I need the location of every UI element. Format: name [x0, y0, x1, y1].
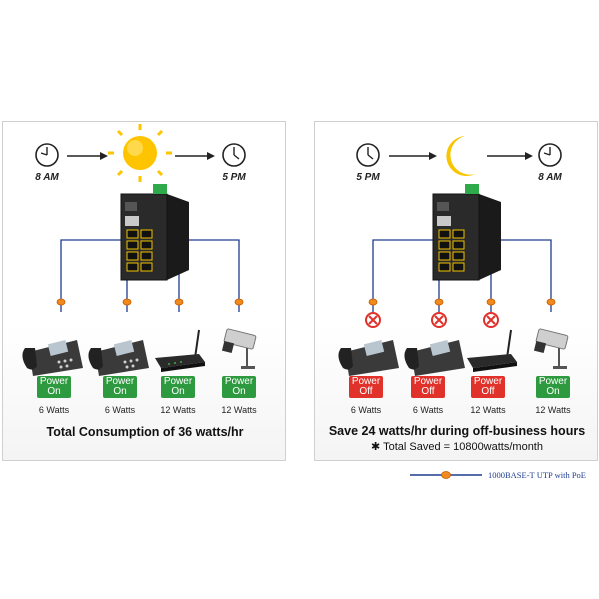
ip-phone-icon: [404, 340, 465, 376]
clock-icon: [222, 143, 246, 167]
device-watts: 6 Watts: [38, 405, 70, 415]
end-time: 8 AM: [538, 172, 562, 183]
power-cut-icon: [365, 312, 381, 328]
badge-line1: Power: [163, 376, 193, 387]
start-time: 5 PM: [356, 172, 380, 183]
badge-line1: Power: [105, 376, 135, 387]
ip-phone-icon: [338, 340, 399, 376]
arrow-icon: [487, 152, 533, 160]
poe-cable-legend-icon: [410, 471, 482, 479]
wireless-router-icon: [467, 329, 517, 372]
total-saved-note: ✱ Total Saved = 10800watts/month: [371, 441, 543, 453]
end-time: 5 PM: [222, 172, 246, 183]
device-watts: 12 Watts: [221, 405, 257, 415]
badge-line1: Power: [473, 376, 503, 387]
device-watts: 12 Watts: [535, 405, 571, 415]
savings-caption: Save 24 watts/hr during off-business hou…: [328, 424, 586, 438]
nighttime-panel: 5 PM 8 AM Power Off Power Off Power Off …: [314, 121, 598, 461]
power-off-badge: Power Off: [411, 376, 445, 398]
ip-phone-icon: [88, 340, 149, 376]
badge-line2: On: [171, 386, 185, 397]
sun-icon: [108, 124, 172, 182]
clock-icon: [538, 143, 562, 167]
device-watts: 6 Watts: [350, 405, 382, 415]
ip-phone-icon: [22, 340, 83, 376]
legend-label: 1000BASE-T UTP with PoE: [488, 470, 586, 480]
power-on-badge: Power On: [222, 376, 256, 398]
ip-camera-icon: [221, 328, 257, 369]
daytime-diagram: [22, 124, 257, 376]
badge-line2: Off: [359, 386, 373, 397]
badge-line1: Power: [538, 376, 568, 387]
badge-line1: Power: [224, 376, 254, 387]
power-on-badge: Power On: [103, 376, 137, 398]
badge-line2: Off: [421, 386, 435, 397]
poe-markers: [368, 298, 556, 306]
device-watts: 12 Watts: [470, 405, 506, 415]
power-cut-icon: [483, 312, 499, 328]
badge-line2: On: [546, 386, 560, 397]
badge-line2: On: [113, 386, 127, 397]
badge-line2: On: [47, 386, 61, 397]
arrow-icon: [67, 152, 108, 160]
arrow-icon: [389, 152, 437, 160]
badge-line1: Power: [39, 376, 69, 387]
poe-markers: [56, 298, 244, 306]
consumption-caption: Total Consumption of 36 watts/hr: [46, 425, 244, 439]
daytime-panel: 8 AM 5 PM Power On Power On Power On Pow…: [2, 121, 286, 461]
ip-camera-icon: [533, 328, 569, 369]
badge-line2: On: [232, 386, 246, 397]
nighttime-diagram: [338, 136, 569, 376]
device-watts: 6 Watts: [104, 405, 136, 415]
badge-line2: Off: [481, 386, 495, 397]
device-watts: 12 Watts: [160, 405, 196, 415]
moon-icon: [446, 136, 475, 176]
badge-line1: Power: [351, 376, 381, 387]
power-on-badge: Power On: [536, 376, 570, 398]
power-on-badge: Power On: [161, 376, 195, 398]
switch-icon: [120, 184, 189, 281]
clock-icon: [356, 143, 380, 167]
clock-icon: [35, 143, 59, 167]
badge-line1: Power: [413, 376, 443, 387]
wireless-router-icon: [155, 329, 205, 372]
device-watts: 6 Watts: [412, 405, 444, 415]
power-off-badge: Power Off: [471, 376, 505, 398]
arrow-icon: [175, 152, 215, 160]
power-cut-icon: [431, 312, 447, 328]
power-on-badge: Power On: [37, 376, 71, 398]
start-time: 8 AM: [35, 172, 59, 183]
power-off-badge: Power Off: [349, 376, 383, 398]
switch-icon: [432, 184, 501, 281]
